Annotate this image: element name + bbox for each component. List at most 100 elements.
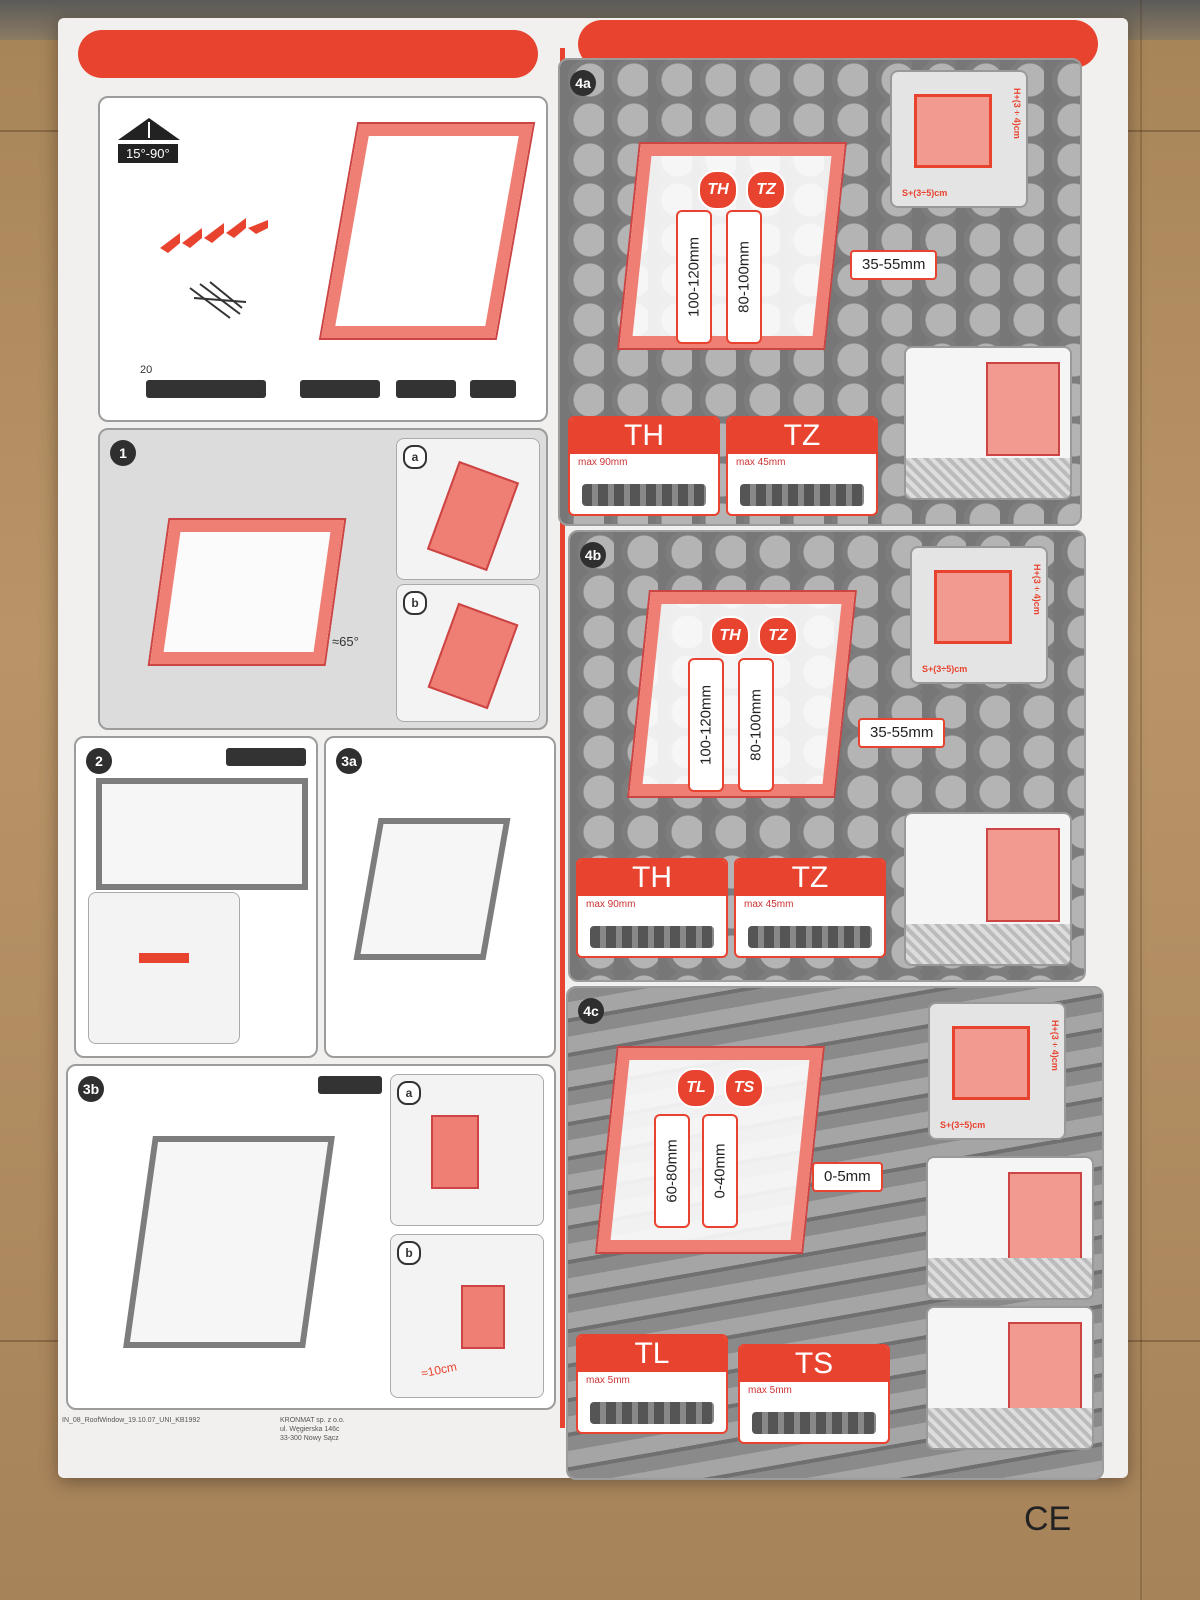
window-outline-icon: [952, 1026, 1030, 1100]
range-label: 80-100mm: [726, 210, 762, 344]
range-label: 0-40mm: [702, 1114, 738, 1228]
handle-icon: [139, 953, 189, 963]
step-number: 4b: [580, 542, 606, 568]
range-label: 100-120mm: [688, 658, 724, 792]
inset-width-label: S+(3÷5)cm: [922, 664, 968, 674]
instruction-sheet: 15°-90° 20 1 ≈65° a: [58, 18, 1128, 1538]
tile-max-height: max 45mm: [744, 899, 794, 910]
window-profile-icon: [1008, 1172, 1082, 1266]
bracket-distance: ≈10cm: [419, 1359, 459, 1381]
window-profile-icon: [986, 828, 1060, 922]
tile-max-height: max 90mm: [586, 899, 636, 910]
gap-label: 0-5mm: [812, 1162, 883, 1192]
tile-profile-icon: [748, 926, 872, 948]
tile-profile-icon: [752, 1412, 876, 1434]
hatched-base-icon: [906, 458, 1070, 498]
inset-height-label: H+(3÷4)cm: [1012, 88, 1022, 139]
step-4c-panel: 4c TL TS 60-80mm 0-40mm 0-5mm S+(3÷5)cm …: [566, 986, 1104, 1480]
opening-angle: ≈65°: [332, 634, 359, 649]
step-1b-subpanel: b: [396, 584, 540, 722]
window-frame-illustration: [353, 818, 511, 960]
range-label: 60-80mm: [654, 1114, 690, 1228]
tile-type-badge: TH: [698, 170, 738, 210]
cardboard-crease: [1140, 0, 1142, 1600]
tile-name: TH: [578, 860, 726, 896]
tile-name: TZ: [736, 860, 884, 896]
range-label: 100-120mm: [676, 210, 712, 344]
flashing-detail: [926, 1306, 1094, 1450]
gasket-strip-2: [300, 380, 380, 398]
tile-profile-card: TZ max 45mm: [734, 858, 886, 958]
step-number: 3a: [336, 748, 362, 774]
window-frame-illustration: [96, 778, 308, 890]
tile-profile-card: TH max 90mm: [568, 416, 720, 516]
step-3a-panel: 3a: [324, 736, 556, 1058]
inset-height-label: H+(3÷4)cm: [1050, 1020, 1060, 1071]
window-frame-illustration: [123, 1136, 335, 1348]
tile-max-height: max 5mm: [748, 1385, 792, 1396]
step-1a-subpanel: a: [396, 438, 540, 580]
tile-profile-icon: [590, 926, 714, 948]
hatched-base-icon: [928, 1408, 1092, 1448]
tile-profile-card: TL max 5mm: [576, 1334, 728, 1434]
tile-profile-card: TS max 5mm: [738, 1344, 890, 1444]
tile-max-height: max 90mm: [578, 457, 628, 468]
window-outline-icon: [934, 570, 1012, 644]
ce-mark: CE: [1024, 1500, 1072, 1538]
subpanel-letter: a: [403, 445, 427, 469]
tile-type-badge: TZ: [746, 170, 786, 210]
step-4b-panel: 4b TH TZ 100-120mm 80-100mm 35-55mm S+(3…: [568, 530, 1086, 982]
tile-profile-card: TZ max 45mm: [726, 416, 878, 516]
window-profile-icon: [1008, 1322, 1082, 1416]
flashing-detail: [926, 1156, 1094, 1300]
step-number: 2: [86, 748, 112, 774]
size-inset: S+(3÷5)cm H+(3÷4)cm: [910, 546, 1048, 684]
tile-type-badge: TZ: [758, 616, 798, 656]
tile-profile-icon: [740, 484, 864, 506]
pitch-label: 15°-90°: [118, 144, 178, 163]
step-number: 4a: [570, 70, 596, 96]
tile-type-badge: TL: [676, 1068, 716, 1108]
document-code: IN_08_RoofWindow_19.10.07_UNI_KB1992: [62, 1417, 201, 1424]
gasket-strip-1: [146, 380, 266, 398]
company-name: KRONMAT sp. z o.o.: [280, 1417, 345, 1424]
step-number: 3b: [78, 1076, 104, 1102]
gasket-strip-3: [396, 380, 456, 398]
step-3b-a-subpanel: a: [390, 1074, 544, 1226]
step-4a-panel: 4a TH TZ 100-120mm 80-100mm 35-55mm S+(3…: [558, 58, 1082, 526]
subpanel-letter: b: [403, 591, 427, 615]
tile-max-height: max 45mm: [736, 457, 786, 468]
step-3b-b-subpanel: b ≈10cm: [390, 1234, 544, 1398]
flashing-detail: [904, 346, 1072, 500]
gap-label: 35-55mm: [850, 250, 938, 280]
center-divider: [560, 48, 565, 1428]
tile-profile-icon: [582, 484, 706, 506]
gasket-strip-icon: [318, 1076, 382, 1094]
gasket-strip-icon: [226, 748, 306, 766]
inset-width-label: S+(3÷5)cm: [940, 1120, 986, 1130]
intro-panel: 15°-90° 20: [98, 96, 548, 422]
tile-name: TH: [570, 418, 718, 454]
step-3b-panel: 3b a b ≈10cm: [66, 1064, 556, 1410]
tile-profile-card: TH max 90mm: [576, 858, 728, 958]
subpanel-letter: a: [397, 1081, 421, 1105]
tile-max-height: max 5mm: [586, 1375, 630, 1386]
range-label: 80-100mm: [738, 658, 774, 792]
tile-name: TL: [578, 1336, 726, 1372]
tile-name: TS: [740, 1346, 888, 1382]
window-sash-illustration: [149, 520, 345, 664]
company-city: 33-300 Nowy Sącz: [280, 1435, 339, 1442]
step-1-panel: 1 ≈65° a b: [98, 428, 548, 730]
hinge-bracket-icon: [426, 460, 520, 572]
inset-width-label: S+(3÷5)cm: [902, 188, 948, 198]
hinge-bracket-icon: [427, 602, 519, 710]
size-inset: S+(3÷5)cm H+(3÷4)cm: [928, 1002, 1066, 1140]
gap-label: 35-55mm: [858, 718, 946, 748]
step-number: 4c: [578, 998, 604, 1024]
tile-type-badge: TH: [710, 616, 750, 656]
tile-name: TZ: [728, 418, 876, 454]
brackets-and-screws-icon: [150, 218, 280, 338]
mounting-bracket-icon: [461, 1285, 505, 1349]
window-frame-illustration: [321, 124, 533, 338]
mounting-bracket-icon: [431, 1115, 479, 1189]
